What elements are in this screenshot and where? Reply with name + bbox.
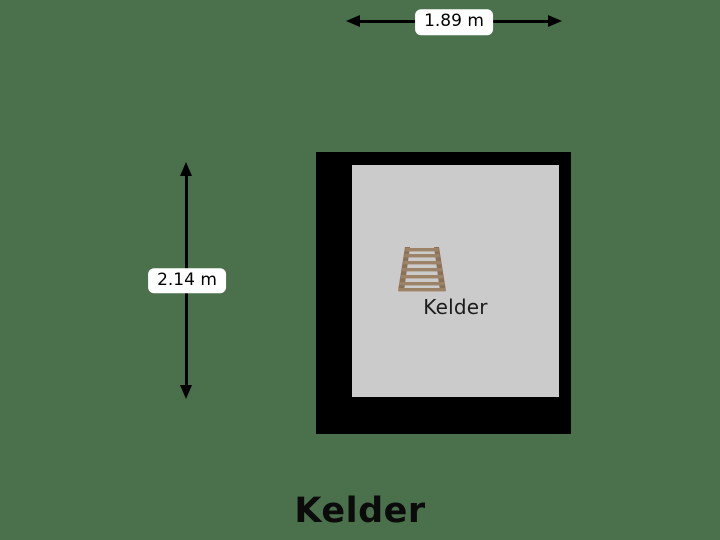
arrow-up-icon xyxy=(180,162,192,176)
room-label: Kelder xyxy=(423,295,488,319)
dimension-vertical-label: 2.14 m xyxy=(148,267,226,294)
stairs-icon xyxy=(396,243,448,293)
arrow-down-icon xyxy=(180,385,192,399)
dimension-horizontal: 1.89 m xyxy=(346,9,562,35)
dimension-vertical: 2.14 m xyxy=(148,162,226,399)
page-title: Kelder xyxy=(294,491,426,531)
room-walls: Kelder xyxy=(316,152,571,434)
arrow-left-icon xyxy=(346,15,360,27)
arrow-right-icon xyxy=(548,15,562,27)
dimension-horizontal-label: 1.89 m xyxy=(415,9,493,35)
room-floor: Kelder xyxy=(352,165,559,397)
